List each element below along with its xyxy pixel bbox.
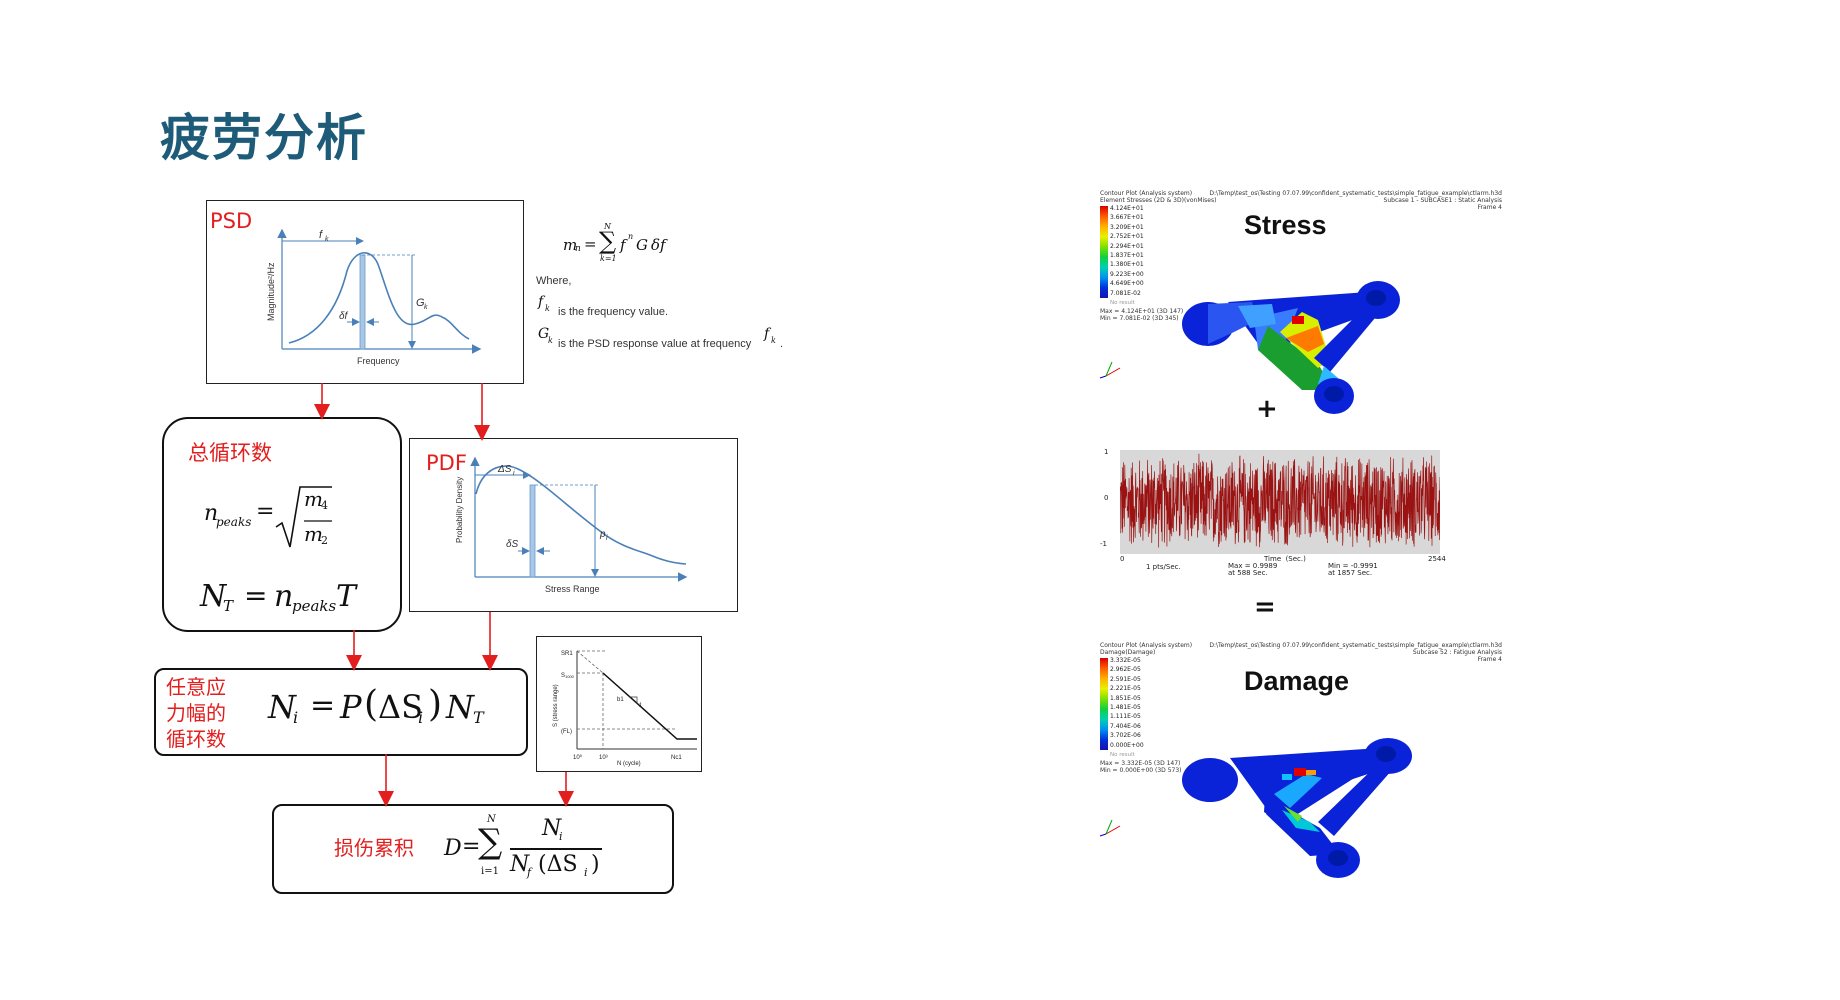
cycles-at-range-label: 任意应 力幅的 循环数 [166, 675, 226, 751]
pdf-dsi: ΔS [497, 464, 512, 475]
damage-label: 损伤累积 [334, 836, 414, 860]
damage-triad-icon [1099, 819, 1121, 837]
sn-fl: (FL) [561, 729, 572, 735]
sn-curve-graph: SR1 S 1000 (FL) b1 1 S (stress range) N … [553, 650, 697, 767]
sn-x3: Nc1 [671, 755, 682, 761]
damage-control-arm [1182, 738, 1412, 878]
nt-formula: N T = n peaks T [200, 579, 357, 615]
pdf-band [529, 484, 536, 578]
psd-gk: G [416, 297, 425, 309]
damage-contour-plot: Contour Plot (Analysis system) Damage(Da… [1098, 642, 1508, 878]
sn-xlabel: N (cycle) [617, 761, 641, 767]
damage-title: Damage [1244, 666, 1350, 696]
pdf-xlabel: Stress Range [545, 584, 600, 594]
time-series-signal [1120, 450, 1440, 554]
damage-legend-bar [1100, 658, 1108, 750]
stress-title: Stress [1244, 210, 1327, 240]
stress-header-right: D:\Temp\test_os\Testing 07.07.99\confide… [1209, 190, 1502, 211]
psd-fk-sub: k [325, 236, 329, 243]
damage-box: 损伤累积 D = N ∑ i=1 N i N f (ΔS i ) [272, 804, 674, 894]
moment-fk-line: f k is the frequency value. [538, 294, 669, 318]
pdf-graph: Probability Density Stress Range ΔS i δS… [455, 456, 688, 594]
sn-s1000-sub: 1000 [565, 674, 575, 679]
page-title: 疲劳分析 [160, 109, 368, 167]
pdf-box: PDF Probability Density Stress Range ΔS … [409, 438, 738, 612]
stress-legend-bar [1100, 206, 1108, 298]
sn-b1: b1 [617, 697, 624, 703]
stress-triad-icon [1099, 361, 1121, 379]
psd-graph: Magnitude²/Hz Frequency f k G k δf [266, 228, 482, 366]
sn-curve-box: SR1 S 1000 (FL) b1 1 S (stress range) N … [536, 636, 702, 772]
psd-fk: f [319, 229, 323, 241]
stress-control-arm [1182, 281, 1400, 414]
sn-s1000: S [561, 673, 565, 679]
sn-sr1: SR1 [561, 651, 573, 657]
moment-where: Where, [536, 275, 572, 287]
damage-header-right: D:\Temp\test_os\Testing 07.07.99\confide… [1209, 642, 1502, 663]
sn-curve-line [602, 672, 697, 740]
equals-sign: = [1254, 592, 1276, 622]
psd-df: δf [339, 311, 349, 322]
damage-header-left: Contour Plot (Analysis system) Damage(Da… [1100, 642, 1193, 656]
pdf-pi: p [599, 529, 606, 540]
psd-band [359, 254, 366, 350]
sn-ylabel: S (stress range) [553, 684, 559, 727]
damage-max-min: Max = 3.332E-05 (3D 147) Min = 0.000E+00… [1100, 760, 1182, 774]
stress-max-min: Max = 4.124E+01 (3D 147) Min = 7.081E-02… [1100, 308, 1184, 322]
psd-xlabel: Frequency [357, 356, 400, 366]
psd-ylabel: Magnitude²/Hz [266, 262, 276, 321]
sn-x2: 10³ [599, 755, 608, 761]
psd-curve [288, 252, 470, 344]
psd-box: PSD Magnitude²/Hz Frequency f k G k δf [206, 200, 524, 384]
total-cycles-label: 总循环数 [188, 441, 272, 465]
moment-formula: m n = N ∑ k=1 f n G δf [563, 222, 666, 263]
sn-x1: 10⁰ [573, 754, 583, 761]
damage-formula: D = N ∑ i=1 N i N f (ΔS i ) [444, 812, 664, 886]
total-cycles-box: 总循环数 n peaks = m 4 m 2 N T = n peaks T [162, 417, 402, 632]
pdf-curve [475, 465, 687, 565]
time-series-plot: 1 0 -1 0 2544 Time (Sec.) 1 pts/Sec. Max… [1100, 448, 1446, 577]
npeaks-formula: n peaks = m 4 m 2 [204, 479, 344, 559]
stress-contour-plot: Contour Plot (Analysis system) Element S… [1098, 190, 1508, 414]
sn-one: 1 [639, 703, 643, 709]
damage-no-result: No result [1110, 752, 1135, 758]
moment-gk-line: G k is the PSD response value at frequen… [538, 326, 784, 350]
pdf-dsi-sub: i [513, 470, 515, 477]
psd-gk-sub: k [424, 304, 428, 311]
psd-label: PSD [210, 209, 253, 233]
cycles-at-range-box: 任意应 力幅的 循环数 N i = P ( ΔS i ) N T [154, 668, 528, 756]
ni-formula: N i = P ( ΔS i ) N T [268, 684, 484, 727]
pdf-pi-sub: i [606, 535, 608, 542]
stress-no-result: No result [1110, 300, 1135, 306]
plus-sign: + [1256, 394, 1278, 424]
pdf-label: PDF [426, 451, 467, 475]
stress-header-left: Contour Plot (Analysis system) Element S… [1100, 190, 1217, 204]
pdf-ylabel: Probability Density [455, 477, 464, 543]
pdf-ds: δS [506, 539, 519, 550]
